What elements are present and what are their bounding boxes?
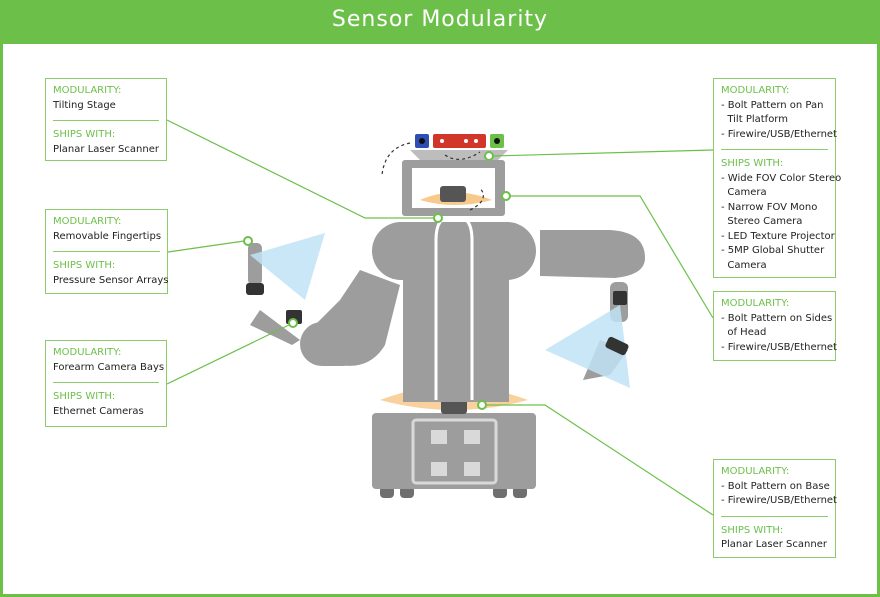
modularity-item: - Bolt Pattern on Pan [721, 99, 824, 111]
right-forearm-camera [613, 291, 627, 305]
divider [53, 251, 160, 252]
divider [721, 149, 828, 150]
ships-with-label: SHIPS WITH: [53, 260, 116, 271]
left-arm [246, 243, 400, 366]
ships-with-item: Camera [721, 187, 767, 198]
ships-with-label: SHIPS WITH: [721, 158, 784, 169]
ships-with-item: - Wide FOV Color Stereo [721, 172, 842, 184]
modularity-item: Tilt Platform [721, 114, 788, 125]
ships-with-item: - 5MP Global Shutter [721, 245, 825, 256]
modularity-label: MODULARITY: [53, 347, 122, 358]
modularity-label: MODULARITY: [721, 466, 790, 477]
leader-lines [166, 119, 714, 516]
modularity-item: - Firewire/USB/Ethernet [721, 495, 837, 506]
modularity-label: MODULARITY: [53, 85, 122, 96]
divider [721, 515, 828, 517]
callout-pan-tilt: MODULARITY: - Bolt Pattern on Pan Tilt P… [713, 78, 842, 278]
ships-with-item: Stereo Camera [721, 216, 803, 227]
ships-with-label: SHIPS WITH: [53, 129, 116, 140]
robot-base [372, 413, 536, 489]
ships-with-item: Planar Laser Scanner [721, 539, 827, 550]
callout-head-sides: MODULARITY: - Bolt Pattern on Sides of H… [713, 291, 837, 361]
right-wrist-cuff [605, 336, 629, 356]
callout-base: MODULARITY: - Bolt Pattern on Base - Fir… [713, 459, 837, 558]
title-bar [0, 0, 880, 44]
modularity-label: MODULARITY: [721, 85, 790, 96]
modularity-item: of Head [721, 327, 767, 338]
right-camera-beam [545, 305, 630, 388]
modularity-item: Removable Fingertips [53, 230, 162, 242]
ships-with-item: Planar Laser Scanner [53, 143, 159, 155]
robot-head [381, 134, 508, 216]
ships-with-item: Camera [721, 259, 767, 271]
callout-forearm: MODULARITY: Forearm Camera Bays SHIPS WI… [45, 340, 167, 427]
callout-tilting-stage: MODULARITY: Tilting Stage SHIPS WITH: Pl… [45, 78, 167, 161]
modularity-label: MODULARITY: [53, 216, 122, 227]
left-camera-beam [250, 233, 325, 300]
modularity-item: - Firewire/USB/Ethernet [721, 128, 837, 140]
left-fingertip-marker [243, 236, 253, 246]
ships-with-item: Ethernet Cameras [53, 405, 144, 417]
modularity-item: Forearm Camera Bays [53, 361, 165, 373]
page-title: Sensor Modularity [331, 7, 549, 32]
ships-with-item: - Narrow FOV Mono [721, 201, 818, 213]
modularity-item: - Firewire/USB/Ethernet [721, 341, 837, 353]
ships-with-item: - LED Texture Projector [721, 230, 835, 242]
divider [53, 120, 159, 121]
callout-fingertips: MODULARITY: Removable Fingertips SHIPS W… [45, 209, 168, 294]
sensor-markers [288, 151, 511, 410]
ships-with-label: SHIPS WITH: [53, 391, 116, 402]
divider [53, 382, 159, 383]
modularity-item: Tilting Stage [53, 99, 116, 111]
modularity-item: - Bolt Pattern on Sides [721, 312, 833, 324]
modularity-item: - Bolt Pattern on Base [721, 480, 830, 492]
robot-torso [372, 214, 536, 402]
modularity-label: MODULARITY: [721, 298, 790, 309]
ships-with-label: SHIPS WITH: [721, 524, 784, 536]
ships-with-item: Pressure Sensor Arrays [53, 274, 169, 286]
